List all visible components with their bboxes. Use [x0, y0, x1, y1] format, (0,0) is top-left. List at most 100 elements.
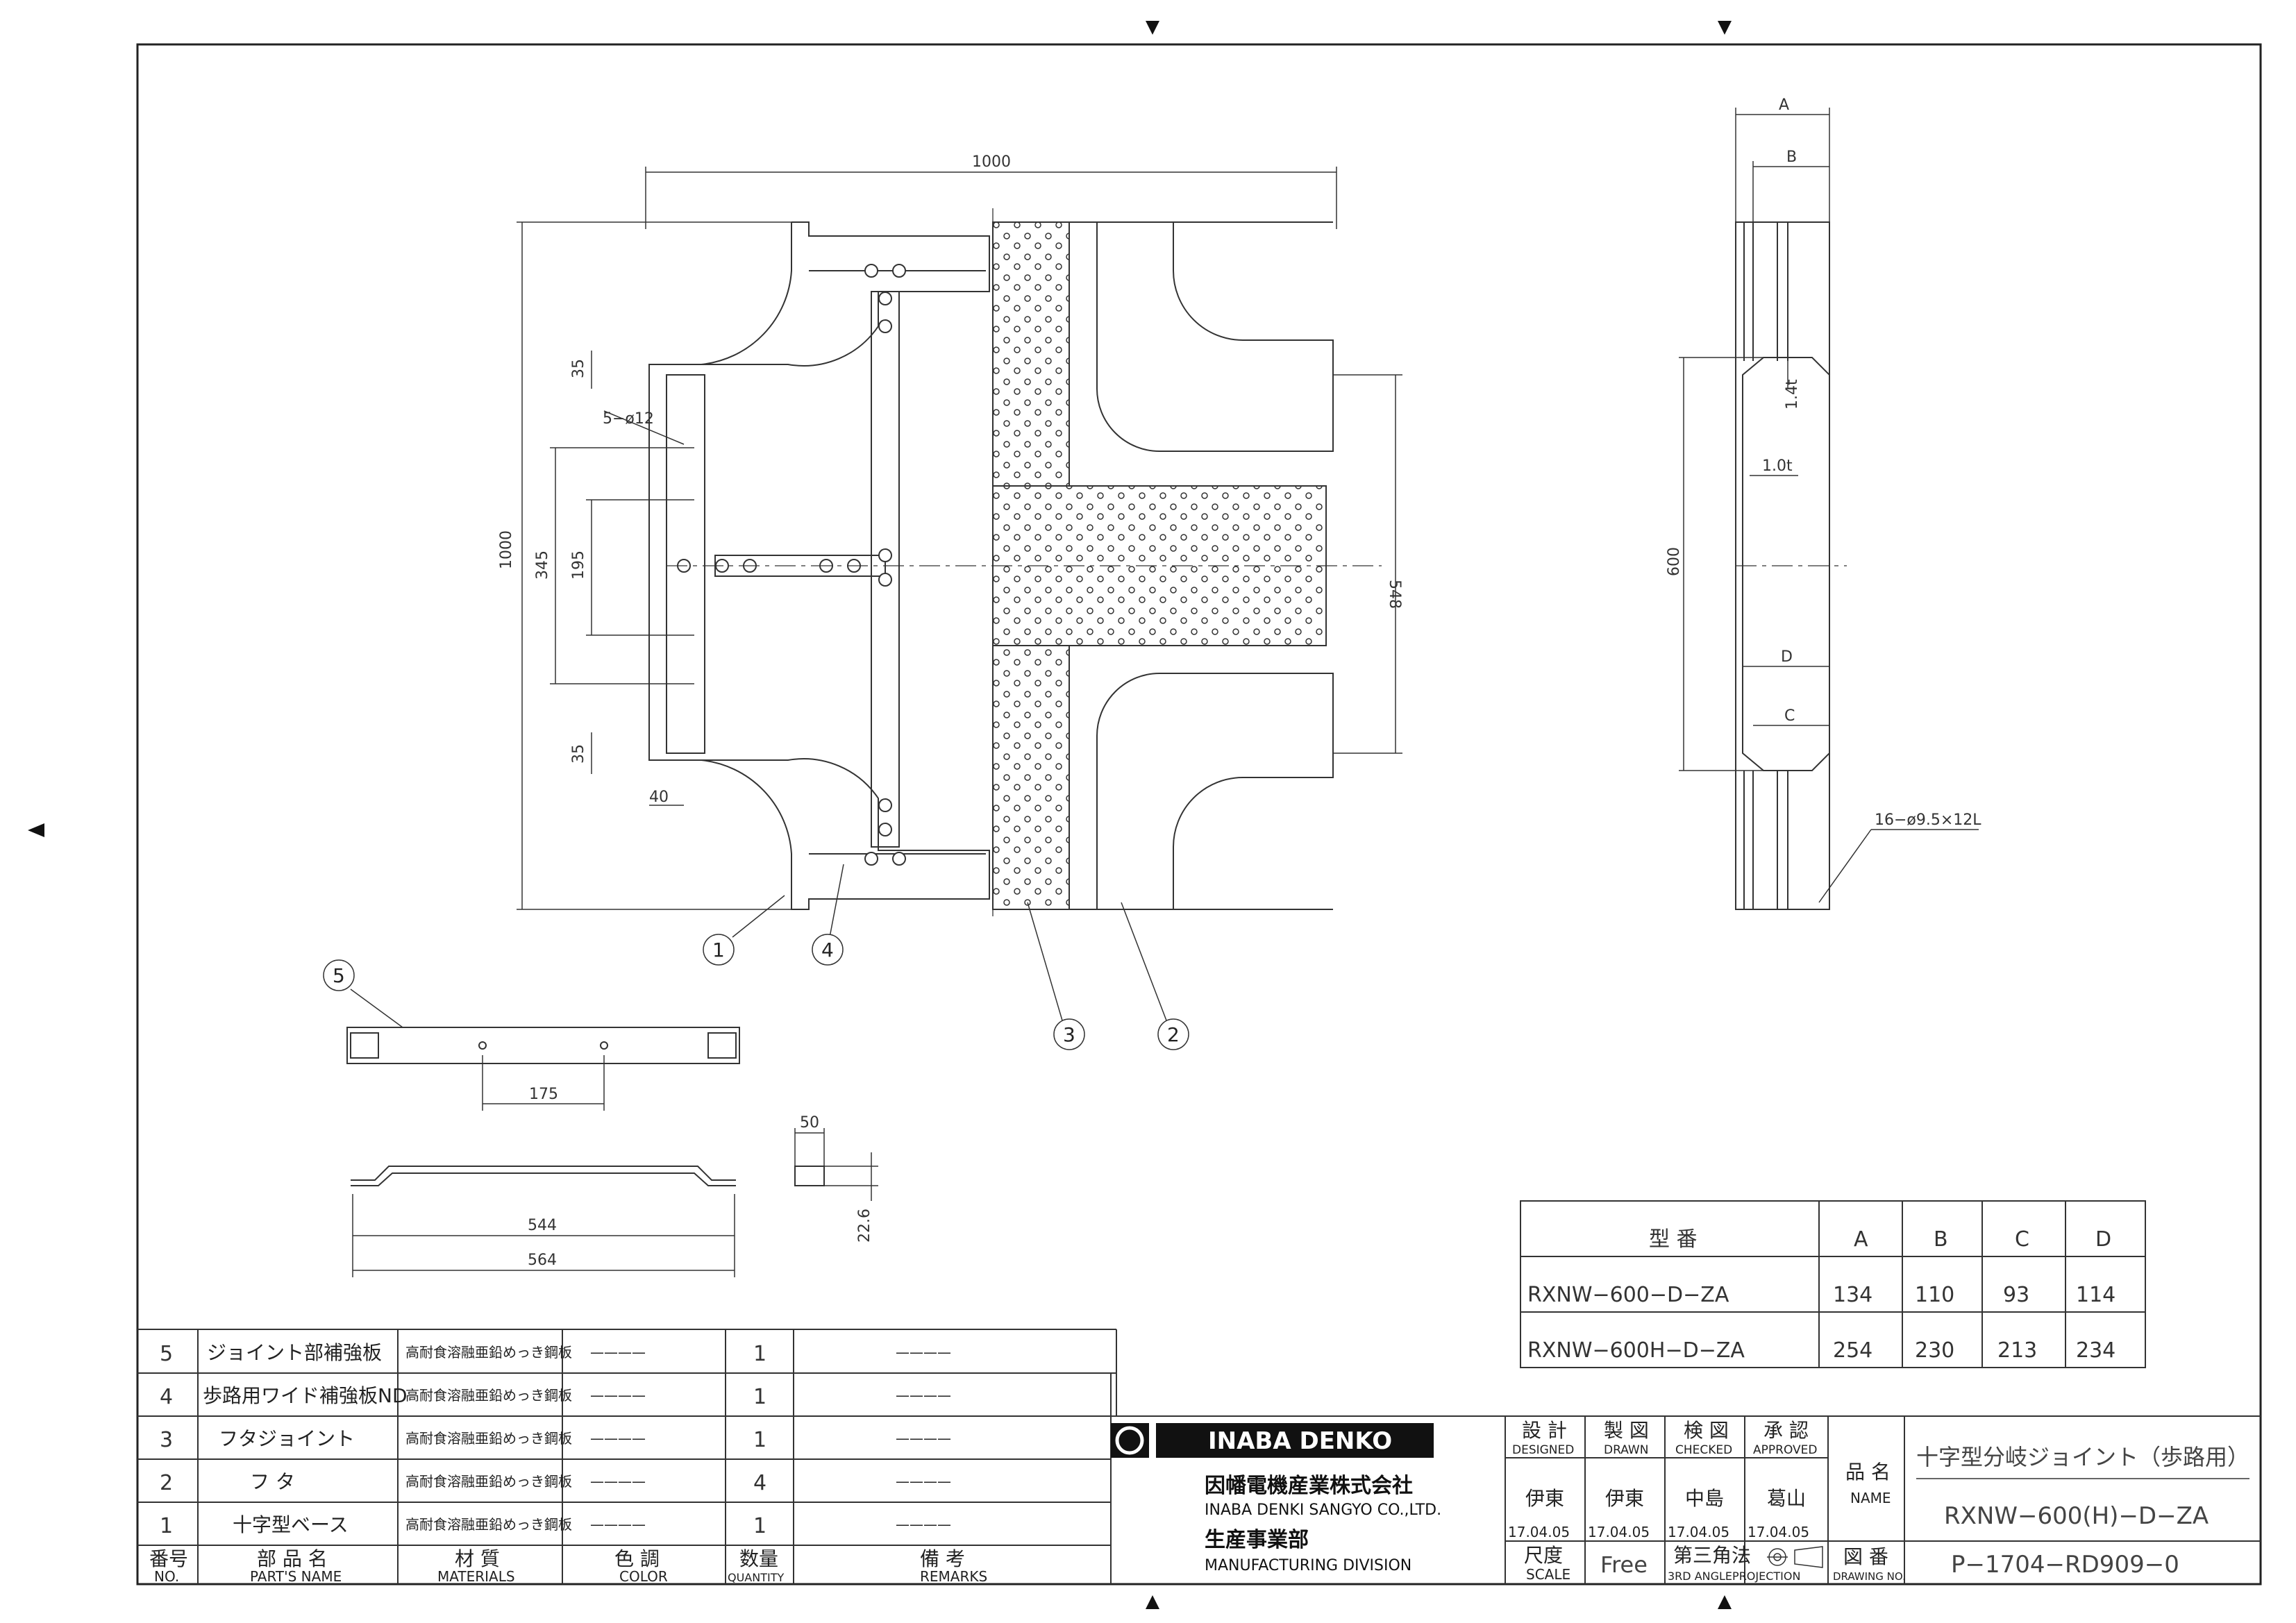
model-header-a: A	[1854, 1227, 1868, 1252]
part-material: 高耐食溶融亜鉛めっき鋼板	[405, 1387, 572, 1404]
part-name: ジョイント部補強板	[207, 1341, 382, 1364]
dim-175: 175	[529, 1086, 558, 1103]
part-qty: 1	[753, 1385, 766, 1409]
division-en: MANUFACTURING DIVISION	[1205, 1557, 1411, 1574]
approved-jp: 承 認	[1763, 1419, 1809, 1442]
parts-row-4: 4 歩路用ワイド補強板ND 高耐食溶融亜鉛めっき鋼板 ———— 1 ————	[160, 1384, 951, 1409]
balloon-4-label: 4	[821, 939, 834, 961]
part-no: 1	[160, 1514, 173, 1538]
model-row2-a: 254	[1833, 1338, 1872, 1363]
drawn-date: 17.04.05	[1588, 1524, 1650, 1540]
scale-jp: 尺度	[1524, 1544, 1563, 1567]
model-header-c: C	[2015, 1227, 2029, 1252]
part-no: 4	[160, 1385, 173, 1409]
side-dim-b: B	[1786, 149, 1797, 166]
header-qty-jp: 数量	[739, 1547, 778, 1570]
balloon-5-label: 5	[333, 964, 345, 987]
part-remarks: ————	[896, 1430, 951, 1447]
dim-50: 50	[800, 1114, 819, 1132]
dim-1000-top: 1000	[972, 153, 1011, 171]
side-dim-d: D	[1781, 648, 1793, 666]
drawing-no-jp: 図 番	[1843, 1545, 1888, 1568]
dim-195: 195	[570, 550, 587, 580]
model-row1-d: 114	[2076, 1283, 2115, 1307]
model-table	[1520, 1200, 2146, 1368]
part-qty: 1	[753, 1342, 766, 1366]
dim-1000-left: 1000	[498, 530, 515, 569]
balloon-1	[703, 934, 735, 966]
part-color: ————	[590, 1516, 646, 1533]
balloon-3-label: 3	[1063, 1023, 1075, 1046]
part-name: フ タ	[250, 1470, 295, 1493]
scale-value: Free	[1600, 1551, 1648, 1578]
header-qty-en: QUANTITY	[728, 1571, 784, 1584]
part-no: 2	[160, 1471, 173, 1495]
part-remarks: ————	[896, 1516, 951, 1533]
name-label-jp: 品 名	[1845, 1461, 1891, 1483]
center-mark-left	[28, 823, 44, 837]
side-dim-600: 600	[1666, 547, 1683, 576]
approved-name: 葛山	[1767, 1487, 1806, 1510]
part-color: ————	[590, 1387, 646, 1404]
side-dim-1-4t: 1.4t	[1784, 379, 1801, 410]
model-header-name: 型 番	[1649, 1227, 1698, 1252]
checked-jp: 検 図	[1684, 1419, 1729, 1442]
part-remarks: ————	[896, 1387, 951, 1404]
company-jp: 因幡電機産業株式会社	[1205, 1474, 1413, 1498]
designed-date: 17.04.05	[1508, 1524, 1570, 1540]
plan-view	[648, 208, 1382, 916]
parts-row-2: 2 フ タ 高耐食溶融亜鉛めっき鋼板 ———— 4 ————	[160, 1470, 951, 1495]
drawn-jp: 製 図	[1604, 1419, 1649, 1442]
designed-name: 伊東	[1525, 1487, 1564, 1510]
company-en: INABA DENKI SANGYO CO.,LTD.	[1205, 1502, 1441, 1519]
part-qty: 4	[753, 1471, 766, 1495]
dim-548: 548	[1386, 580, 1403, 609]
parts-row-3: 3 フタジョイント 高耐食溶融亜鉛めっき鋼板 ———— 1 ————	[160, 1427, 951, 1452]
model-row1-c: 93	[2003, 1283, 2029, 1307]
side-hole-note: 16−ø9.5×12L	[1875, 812, 1981, 829]
balloon-3	[1053, 1018, 1085, 1050]
header-rem-en: REMARKS	[920, 1568, 987, 1585]
dim-35-top: 35	[570, 359, 587, 378]
hole-note: 5−ø12	[603, 410, 654, 428]
model-row1-name: RXNW−600−D−ZA	[1527, 1283, 1729, 1307]
part-color: ————	[590, 1473, 646, 1490]
model-row1-a: 134	[1833, 1283, 1872, 1307]
part-no: 5	[160, 1342, 173, 1366]
header-no-en: NO.	[154, 1568, 179, 1585]
checked-en: CHECKED	[1675, 1443, 1732, 1457]
checked-name: 中島	[1685, 1487, 1724, 1510]
part-name: 歩路用ワイド補強板ND	[203, 1384, 408, 1407]
parts-row-1: 1 十字型ベース 高耐食溶融亜鉛めっき鋼板 ———— 1 ————	[160, 1513, 951, 1538]
part-name: フタジョイント	[219, 1427, 355, 1450]
approved-date: 17.04.05	[1748, 1524, 1809, 1540]
header-name-en: PART'S NAME	[250, 1568, 342, 1585]
part-qty: 1	[753, 1428, 766, 1452]
side-dim-a: A	[1779, 96, 1789, 114]
center-mark-bottom-2	[1718, 1595, 1732, 1609]
part-remarks: ————	[896, 1473, 951, 1490]
model-header-d: D	[2095, 1227, 2111, 1252]
title-block-grid	[1505, 1416, 2261, 1584]
drawing-no: P−1704−RD909−0	[1951, 1551, 2179, 1579]
balloon-4	[812, 934, 844, 966]
checked-date: 17.04.05	[1668, 1524, 1729, 1540]
drawing-no-en: DRAWING NO.	[1833, 1570, 1906, 1583]
brand-name: INABA DENKO	[1208, 1427, 1392, 1455]
brand-banner	[1156, 1423, 1434, 1458]
part-name: 十字型ベース	[233, 1513, 349, 1536]
approved-en: APPROVED	[1753, 1443, 1818, 1457]
model-row2-d: 234	[2076, 1338, 2115, 1363]
dim-544: 544	[528, 1217, 557, 1234]
header-no-jp: 番号	[149, 1547, 188, 1570]
side-dimensions	[1679, 108, 1979, 903]
projection-en: 3RD ANGLEPROJECTION	[1668, 1570, 1800, 1583]
part-material: 高耐食溶融亜鉛めっき鋼板	[405, 1430, 572, 1447]
dim-40: 40	[649, 789, 669, 806]
center-mark-top-2	[1718, 21, 1732, 35]
part5-dimensions	[352, 1055, 878, 1277]
balloon-2	[1157, 1018, 1189, 1050]
dim-35-bottom: 35	[570, 744, 587, 764]
side-dim-c: C	[1784, 707, 1795, 725]
